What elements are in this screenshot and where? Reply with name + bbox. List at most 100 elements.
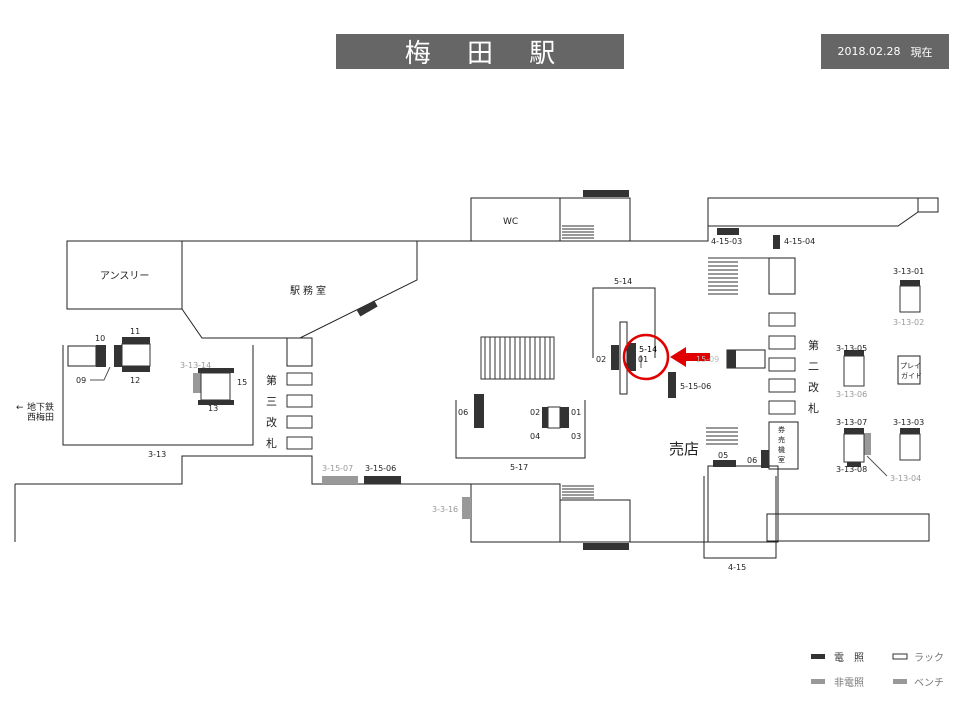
gate2-char-3: 改 bbox=[808, 380, 819, 394]
spot-4-15-03: 4-15-03 bbox=[711, 237, 742, 246]
spot-06-517: 06 bbox=[458, 408, 468, 417]
station-title: 梅 田 駅 bbox=[336, 34, 624, 69]
highlight-circle bbox=[622, 333, 670, 381]
spot-3-13-03: 3-13-03 bbox=[893, 418, 924, 427]
kenbaiki-char-1: 券 bbox=[778, 425, 785, 434]
room-ansuri-label: アンスリー bbox=[100, 271, 149, 282]
spot-5-15-06: 5-15-06 bbox=[680, 382, 711, 391]
spot-05-415: 05 bbox=[718, 451, 728, 460]
spot-13: 13 bbox=[208, 404, 218, 413]
lit-frames bbox=[198, 368, 861, 467]
spot-3-13-08: 3-13-08 bbox=[836, 465, 867, 474]
gate3-booth bbox=[286, 337, 313, 367]
spot-01-514: 01 bbox=[638, 355, 648, 364]
legend: 電 照 非電照 ラック ベンチ bbox=[811, 652, 944, 689]
gate2-char-4: 札 bbox=[808, 402, 819, 415]
spot-3-13-07: 3-13-07 bbox=[836, 418, 867, 427]
stair-lower bbox=[562, 485, 594, 499]
play-guide-box bbox=[897, 355, 921, 385]
lower-center-block bbox=[470, 483, 561, 543]
top-right-small bbox=[917, 197, 939, 213]
room-baiten-label: 売店 bbox=[669, 440, 699, 458]
gate3-char-4: 札 bbox=[266, 437, 277, 450]
exit-line-2: 西梅田 bbox=[27, 411, 54, 423]
ekimushitsu-room bbox=[181, 241, 418, 339]
upper-stair-block bbox=[559, 197, 631, 242]
display-boxes bbox=[121, 285, 921, 463]
play-guide-line-1: プレイ bbox=[900, 362, 921, 370]
stair-upper bbox=[562, 225, 594, 239]
gate3-char-2: 三 bbox=[266, 395, 277, 408]
legend-bench-label: ベンチ bbox=[914, 677, 944, 689]
leader-lines bbox=[90, 355, 888, 477]
zone-3-13 bbox=[62, 345, 254, 446]
kenbaiki-room bbox=[768, 421, 799, 470]
spot-02-517: 02 bbox=[530, 408, 540, 417]
area-5-17-label: 5-17 bbox=[510, 463, 528, 472]
spot-3-13-02: 3-13-02 bbox=[893, 318, 924, 327]
room-ekimushitsu-label: 駅務室 bbox=[290, 284, 329, 297]
spot-3-15-06: 3-15-06 bbox=[365, 464, 396, 473]
spot-3-13-05: 3-13-05 bbox=[836, 344, 867, 353]
gate2-char-1: 第 bbox=[808, 338, 819, 352]
spot-03-517: 03 bbox=[571, 432, 581, 441]
room-wc-label: WC bbox=[503, 217, 518, 227]
spot-12: 12 bbox=[130, 376, 140, 385]
legend-bench-swatch bbox=[893, 679, 907, 684]
legend-rack-swatch bbox=[892, 653, 908, 660]
spot-04-517: 04 bbox=[530, 432, 540, 441]
date-suffix: 現在 bbox=[910, 45, 933, 59]
gate3-char-3: 改 bbox=[266, 415, 277, 429]
exit-arrow: ← bbox=[16, 403, 24, 413]
legend-lit-swatch bbox=[811, 654, 825, 659]
kenbaiki-char-4: 室 bbox=[778, 455, 785, 464]
spot-5-14-highlight: 5-14 bbox=[639, 345, 657, 354]
area-3-13-label: 3-13 bbox=[148, 450, 166, 459]
spot-02-514: 02 bbox=[596, 355, 606, 364]
spot-01-517: 01 bbox=[571, 408, 581, 417]
spot-11: 11 bbox=[130, 327, 140, 336]
stair-right bbox=[708, 257, 738, 295]
spot-06-415: 06 bbox=[747, 456, 757, 465]
lower-stair-block bbox=[559, 499, 631, 543]
lower-corridor bbox=[15, 455, 779, 543]
zone-5-14 bbox=[592, 287, 656, 358]
exit-line-1: 地下鉄 bbox=[27, 401, 54, 413]
spot-3-13-14: 3-13-14 bbox=[180, 361, 211, 370]
spot-09: 09 bbox=[76, 376, 86, 385]
staircases bbox=[480, 225, 769, 499]
spot-4-15-04: 4-15-04 bbox=[784, 237, 815, 246]
gate-bars bbox=[286, 312, 796, 450]
spot-15: 15 bbox=[237, 378, 247, 387]
red-arrow bbox=[670, 347, 710, 367]
date-text: 2018.02.28 bbox=[837, 45, 901, 58]
zone-5-17 bbox=[455, 400, 586, 459]
legend-rack-label: ラック bbox=[914, 652, 944, 664]
stair-center bbox=[480, 336, 555, 380]
spot-3-13-01: 3-13-01 bbox=[893, 267, 924, 276]
spot-15-09: 15-09 bbox=[696, 355, 719, 364]
gate3-char-1: 第 bbox=[266, 373, 277, 387]
right-room-1 bbox=[768, 257, 796, 295]
spot-3-13-06: 3-13-06 bbox=[836, 390, 867, 399]
wall-outline bbox=[67, 197, 919, 242]
kenbaiki-char-2: 売 bbox=[778, 435, 785, 444]
legend-unlit-label: 非電照 bbox=[834, 677, 864, 689]
stair-baiten bbox=[706, 427, 738, 445]
spot-3-13-04: 3-13-04 bbox=[890, 474, 921, 483]
zone-4-15 bbox=[703, 476, 777, 559]
play-guide-line-2: ガイド bbox=[901, 371, 922, 380]
kenbaiki-char-3: 機 bbox=[778, 445, 785, 454]
date-box: 2018.02.28 現在 bbox=[821, 34, 949, 69]
legend-unlit-swatch bbox=[811, 679, 825, 684]
spot-10: 10 bbox=[95, 334, 105, 343]
area-5-14-label: 5-14 bbox=[614, 277, 632, 286]
legend-lit-label: 電 照 bbox=[834, 652, 864, 664]
lower-right-bar bbox=[766, 513, 930, 542]
spot-3-3-16: 3-3-16 bbox=[432, 505, 458, 514]
left-white-box bbox=[67, 345, 97, 367]
spot-3-15-07: 3-15-07 bbox=[322, 464, 353, 473]
area-4-15-label: 4-15 bbox=[728, 563, 746, 572]
gate2-char-2: 二 bbox=[808, 360, 819, 373]
